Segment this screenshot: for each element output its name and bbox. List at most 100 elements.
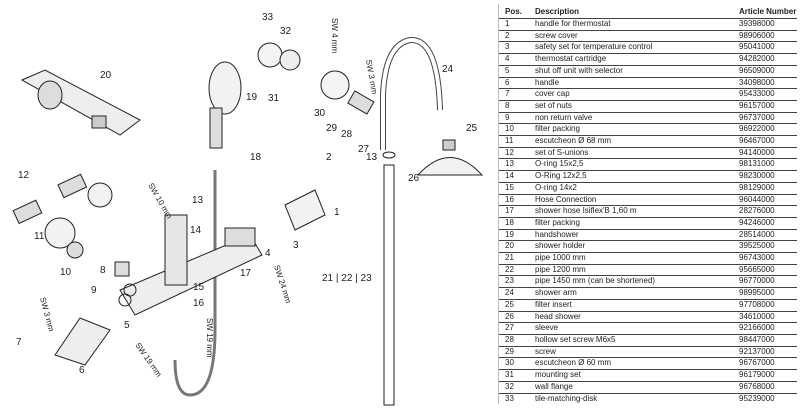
callout-20: 20	[100, 70, 112, 81]
cell-art: 96467000	[733, 135, 797, 148]
cell-pos: 18	[499, 216, 529, 230]
cell-pos: 19	[499, 228, 529, 241]
cell-pos: 20	[499, 240, 529, 253]
cell-art: 96044000	[733, 193, 797, 206]
cell-art: 94282000	[733, 53, 797, 66]
cell-pos: 22	[499, 263, 529, 276]
cell-pos: 29	[499, 345, 529, 358]
cell-art: 92137000	[733, 345, 797, 358]
callout-13a: 13	[366, 152, 378, 163]
callout-16: 16	[193, 298, 205, 309]
callout-5: 5	[124, 320, 130, 331]
cell-desc: mounting set	[529, 369, 733, 382]
cell-desc: shower arm	[529, 287, 733, 300]
wall-flange	[279, 49, 301, 71]
callout-24: 24	[442, 64, 454, 75]
escutcheon-68	[87, 182, 113, 208]
cell-art: 39398000	[733, 18, 797, 31]
cell-art: 96737000	[733, 111, 797, 124]
cell-art: 96743000	[733, 252, 797, 265]
cell-art: 28276000	[733, 205, 797, 218]
callout-3: 3	[293, 240, 299, 251]
cell-pos: 7	[499, 88, 529, 101]
header-article-number: Article Number	[739, 6, 797, 16]
cell-desc: Hose Connection	[529, 193, 733, 206]
callout-30: 30	[314, 108, 326, 119]
cell-art: 98131000	[733, 158, 797, 171]
cell-pos: 26	[499, 310, 529, 323]
thermostat-cartridge	[224, 227, 256, 247]
cell-art: 98129000	[733, 181, 797, 195]
riser-pipe	[383, 164, 395, 406]
callout-26: 26	[408, 173, 420, 184]
callout-18: 18	[250, 152, 262, 163]
callout-31: 31	[268, 93, 280, 104]
header-description: Description	[535, 6, 580, 16]
callout-21: 21 | 22 | 23	[322, 273, 372, 284]
cell-art: 98447000	[733, 333, 797, 347]
cell-pos: 12	[499, 146, 529, 159]
header-pos: Pos.	[505, 6, 522, 16]
cell-desc: O-Ring 12x2,5	[529, 170, 733, 183]
cell-desc: head shower	[529, 310, 733, 323]
nut-ring	[123, 283, 137, 297]
s-union	[57, 173, 88, 199]
cell-pos: 3	[499, 41, 529, 54]
cell-pos: 33	[499, 392, 529, 405]
cell-desc: filter packing	[529, 216, 733, 230]
cell-desc: pipe 1450 mm (can be shortened)	[529, 275, 733, 288]
cell-art: 28514000	[733, 228, 797, 241]
cell-pos: 10	[499, 123, 529, 136]
callout-7: 7	[16, 337, 22, 348]
escutcheon-68	[44, 217, 76, 249]
cell-art: 34610000	[733, 310, 797, 323]
callout-13b: 13	[192, 195, 204, 206]
callout-12: 12	[18, 170, 30, 181]
cell-pos: 28	[499, 333, 529, 347]
cell-pos: 31	[499, 369, 529, 382]
holder-clip	[91, 115, 107, 129]
cell-pos: 25	[499, 298, 529, 312]
cell-desc: hollow set screw M6x5	[529, 333, 733, 347]
cell-art: 96509000	[733, 64, 797, 78]
cell-pos: 30	[499, 357, 529, 370]
cell-desc: wall flange	[529, 380, 733, 393]
handle	[54, 317, 111, 366]
cell-desc: shower holder	[529, 240, 733, 253]
nut	[114, 261, 130, 277]
callout-29: 29	[326, 123, 338, 134]
cell-desc: cover cap	[529, 88, 733, 101]
cell-desc: handle for thermostat	[529, 18, 733, 31]
cell-pos: 15	[499, 181, 529, 195]
cell-desc: thermostat cartridge	[529, 53, 733, 66]
wrench-size-label: SW 19 mm	[133, 341, 163, 379]
wrench-size-label: SW 10 mm	[146, 182, 174, 221]
cell-desc: filter insert	[529, 298, 733, 312]
callout-9: 9	[91, 285, 97, 296]
callout-25: 25	[466, 123, 478, 134]
sleeve	[347, 90, 375, 115]
cell-desc: handshower	[529, 228, 733, 241]
thermostat-handle	[284, 189, 326, 231]
callout-33: 33	[262, 12, 274, 23]
callout-8: 8	[100, 265, 106, 276]
cell-pos: 5	[499, 64, 529, 78]
cell-pos: 1	[499, 18, 529, 31]
wrench-size-label: SW 4 mm	[330, 18, 339, 53]
